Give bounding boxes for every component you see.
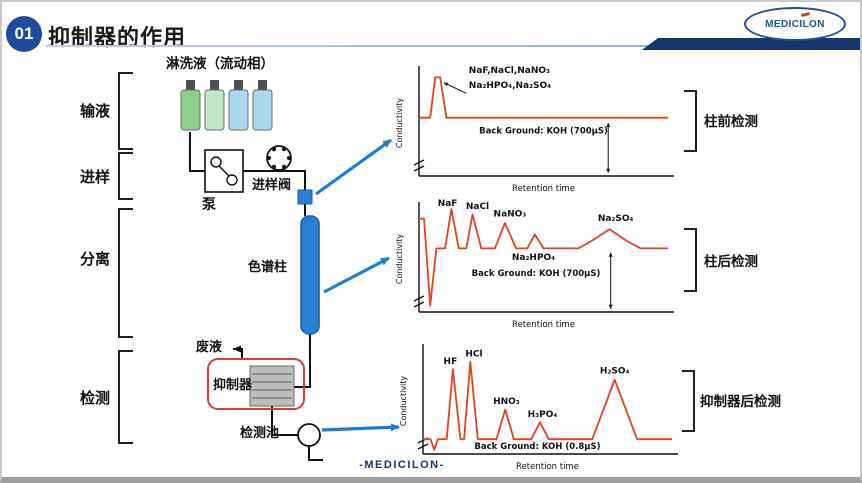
injection-valve-icon (266, 145, 292, 171)
svg-text:HF: HF (444, 357, 458, 367)
svg-text:NaF: NaF (438, 199, 458, 209)
svg-text:Retention time: Retention time (516, 462, 579, 472)
pump-label: 泵 (202, 196, 216, 212)
svg-text:HNO₃: HNO₃ (493, 397, 520, 407)
svg-text:Conductivity: Conductivity (395, 98, 404, 149)
svg-text:Na₂HPO₄: Na₂HPO₄ (512, 253, 555, 263)
bottle-cap (186, 80, 195, 91)
stage-bracket-infusion (118, 72, 133, 150)
stage-label-separation: 分离 (79, 251, 110, 268)
bottle (228, 89, 249, 131)
svg-text:Na₂SO₄: Na₂SO₄ (598, 214, 634, 224)
bottle-cap (258, 80, 267, 91)
stage-label-injection: 进样 (79, 169, 110, 186)
stage-label-infusion: 输液 (79, 103, 110, 120)
detection-label-pre-column: 柱前检测 (704, 114, 758, 129)
svg-text:H₂SO₄: H₂SO₄ (600, 366, 630, 376)
detection-bracket-pre-column (684, 90, 697, 152)
svg-text:HCl: HCl (465, 350, 482, 360)
title-underline-bar (642, 38, 860, 50)
stage-label-detection: 检测 (79, 390, 110, 407)
bottle-cap (210, 80, 219, 91)
chart-pre-column: NaF,NaCl,NaNO₃ Na₂HPO₄,Na₂SO₄ Back Ground:… (395, 66, 674, 194)
footer-brand: -MEDICILON- (359, 459, 445, 471)
detection-cell-icon (297, 423, 321, 447)
logo-text: MEDICILON (765, 18, 825, 30)
tube-bottles-to-pump (189, 132, 205, 172)
title-underline (46, 45, 842, 47)
column-label: 色谱柱 (248, 259, 288, 274)
logo-red-accent-icon (800, 11, 811, 18)
svg-text:Retention time: Retention time (512, 320, 575, 330)
svg-text:Back Ground: KOH (700μS): Back Ground: KOH (700μS) (472, 269, 601, 279)
svg-text:Na₂HPO₄,Na₂SO₄: Na₂HPO₄,Na₂SO₄ (469, 81, 551, 91)
tube-cell-drain (308, 446, 323, 461)
svg-text:NaCl: NaCl (466, 202, 489, 212)
svg-text:NaNO₃: NaNO₃ (494, 210, 527, 220)
bottle (180, 89, 201, 131)
bottle (204, 89, 225, 131)
tube-column-to-suppressor (294, 334, 311, 388)
detection-bracket-post-column (684, 228, 697, 292)
slide-number-badge: 01 (6, 16, 42, 52)
svg-text:Conductivity: Conductivity (395, 234, 404, 285)
stage-bracket-injection (118, 152, 133, 200)
svg-text:Back Ground: KOH (700μS): Back Ground: KOH (700μS) (479, 127, 608, 137)
svg-text:Back Ground: KOH (0.8μS): Back Ground: KOH (0.8μS) (474, 442, 600, 452)
eluent-label: 淋洗液（流动相） (166, 56, 274, 71)
valve-label: 进样阀 (252, 177, 292, 192)
stage-bracket-detection (118, 350, 133, 444)
svg-text:Conductivity: Conductivity (399, 376, 408, 427)
svg-text:NaF,NaCl,NaNO₃: NaF,NaCl,NaNO₃ (469, 66, 550, 76)
detection-label-post-suppressor: 抑制器后检测 (700, 394, 781, 409)
suppressor-label: 抑制器 (213, 377, 253, 392)
waste-label: 废液 (196, 339, 223, 354)
suppressor-icon (249, 365, 295, 407)
arrow-to-post-suppressor-chart (321, 423, 400, 432)
cell-label: 检测池 (240, 425, 280, 440)
detection-bracket-post-suppressor (682, 370, 695, 432)
svg-text:H₃PO₄: H₃PO₄ (528, 410, 558, 420)
bottle-cap (234, 80, 243, 91)
stage-bracket-separation (118, 208, 133, 338)
arrow-to-post-column-chart (323, 256, 390, 294)
waste-arrow (233, 345, 243, 359)
medicilon-logo: MEDICILON (744, 7, 846, 41)
sample-loop-block (297, 189, 313, 205)
svg-text:Retention time: Retention time (512, 184, 575, 194)
detection-label-post-column: 柱后检测 (704, 254, 758, 269)
bottle (252, 89, 273, 131)
pump-icon (204, 149, 244, 193)
page-title: 抑制器的作用 (48, 25, 187, 50)
arrow-to-pre-column-chart (315, 138, 392, 196)
column-icon (300, 215, 320, 335)
eluent-bottles (180, 80, 273, 131)
